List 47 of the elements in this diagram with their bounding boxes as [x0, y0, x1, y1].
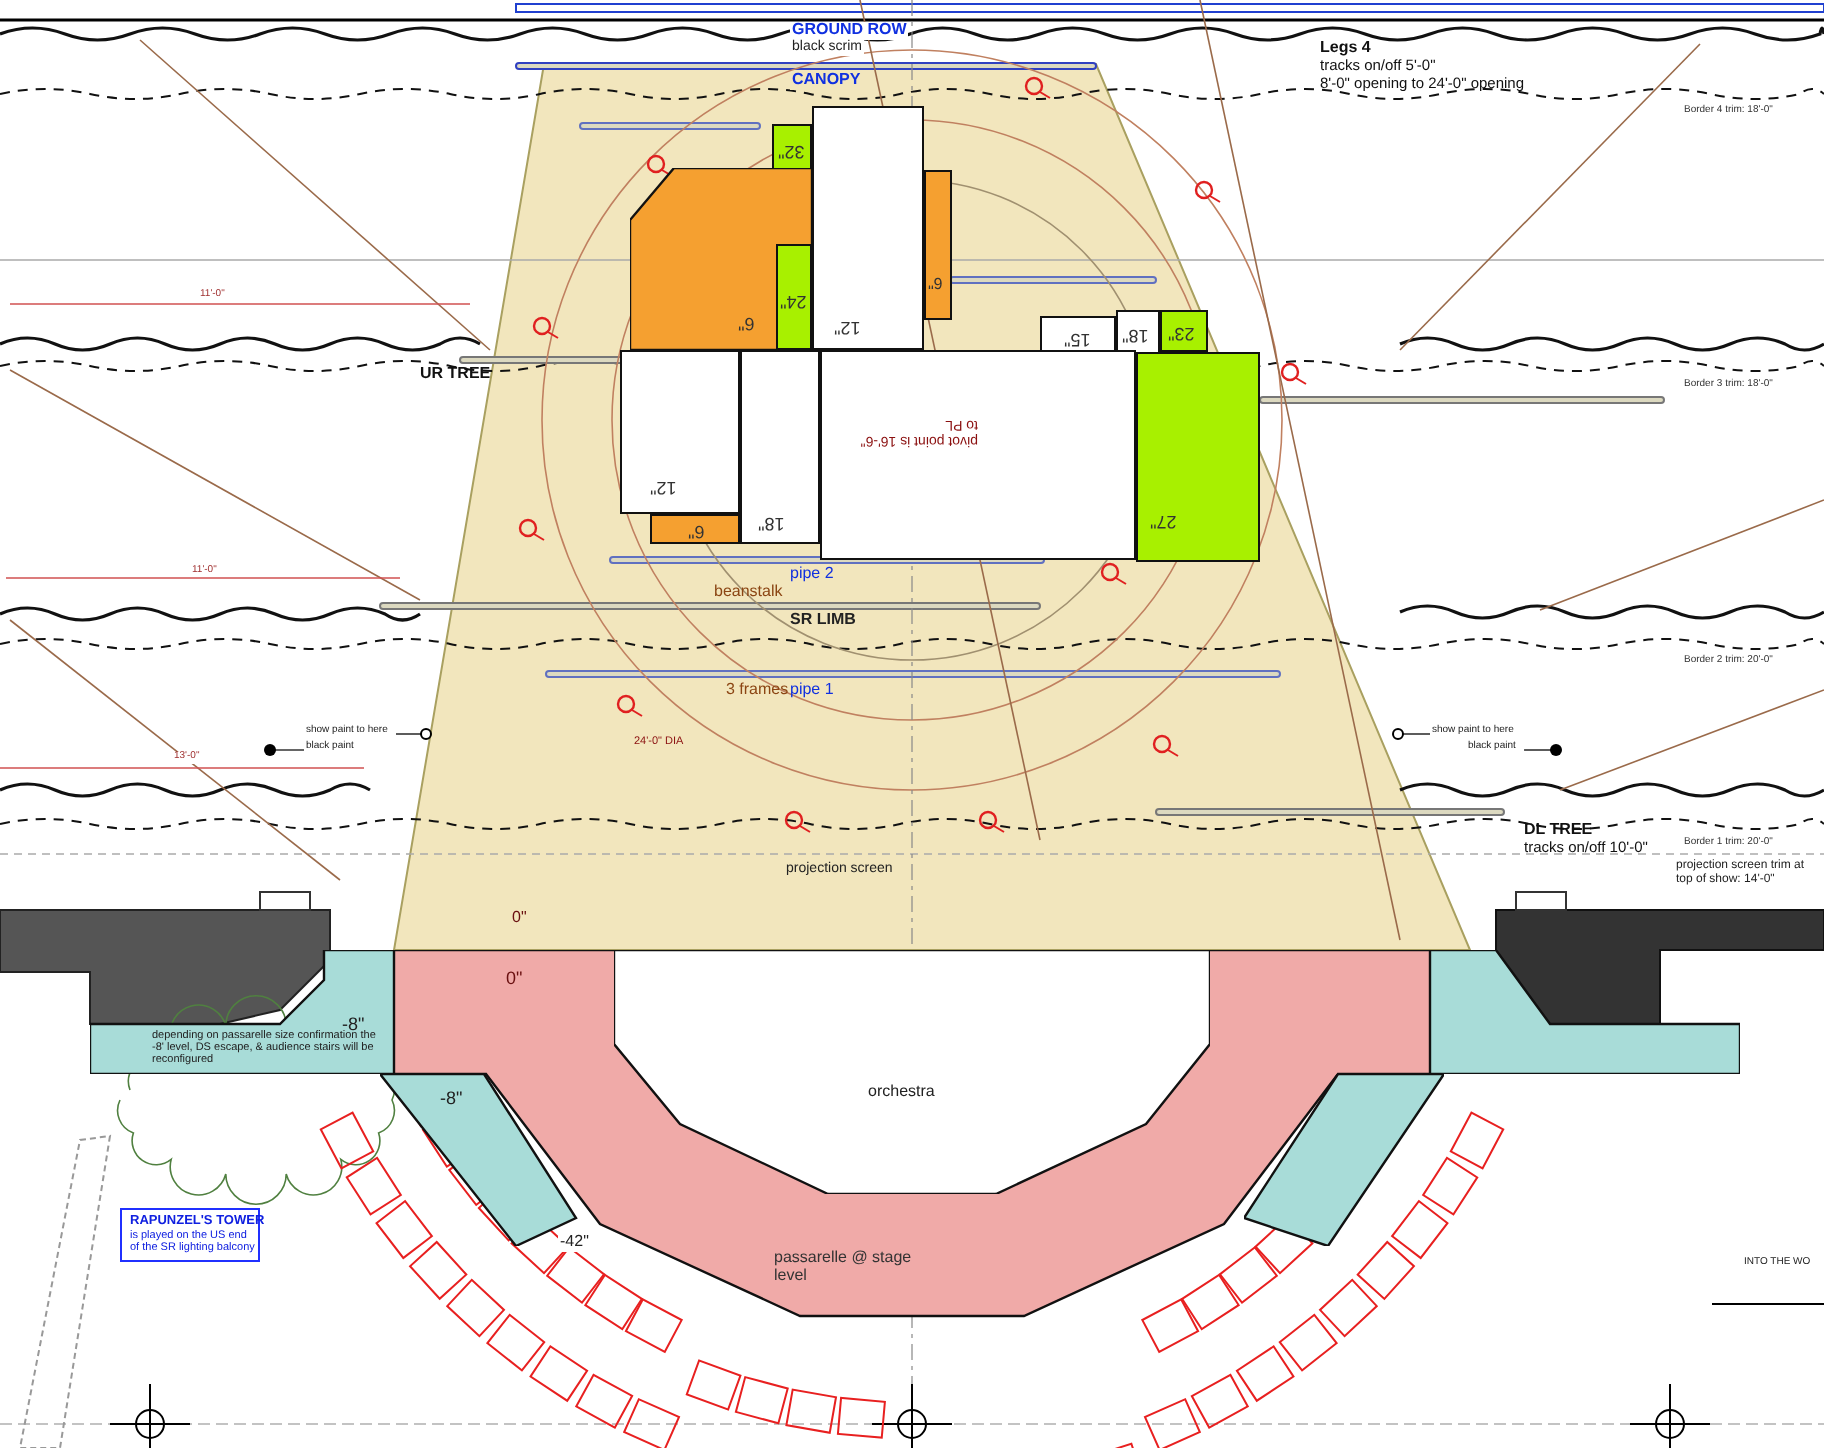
turntable-platform — [820, 350, 1136, 560]
text-label: pipe 1 — [790, 682, 834, 700]
leader-line — [1523, 744, 1562, 756]
platform — [1116, 310, 1160, 354]
leader-line — [1392, 728, 1431, 740]
platform — [630, 168, 812, 350]
platform — [776, 244, 812, 350]
node-label: 12" — [834, 316, 861, 336]
leader-line — [395, 728, 432, 740]
heading-label: SR LIMB — [790, 612, 856, 630]
platform — [1136, 352, 1260, 562]
node-label: passarelle @ stage level — [774, 1250, 914, 1286]
platform — [812, 106, 924, 350]
node-label: 32" — [778, 140, 805, 160]
node-label: 12" — [650, 476, 677, 496]
audience-stairs — [1244, 1074, 1444, 1246]
text-label: pipe 2 — [790, 566, 834, 584]
escape-platform — [1430, 950, 1740, 1074]
heading-label: Legs 4 — [1320, 40, 1371, 58]
heading-label: CANOPY — [790, 72, 863, 90]
note-box — [120, 1208, 260, 1262]
platform — [1160, 310, 1208, 352]
node-label: orchestra — [868, 1084, 935, 1102]
text-label: 3 frames — [726, 682, 789, 700]
platform — [650, 514, 740, 544]
node-label: 6" — [928, 272, 943, 290]
node-label: 23" — [1168, 322, 1195, 342]
node-label: -8" — [440, 1090, 463, 1110]
heading-label: GROUND ROW — [790, 22, 909, 40]
node-label: 6" — [738, 312, 755, 332]
orchestra-pit — [614, 950, 1210, 1194]
platform — [740, 350, 820, 544]
escape-platform — [90, 950, 394, 1074]
heading-label: UR TREE — [420, 366, 491, 384]
text-label: beanstalk — [714, 584, 783, 602]
dimension-label: -42" — [558, 1234, 591, 1252]
node-label: 15" — [1064, 328, 1091, 348]
platform — [620, 350, 740, 514]
node-label: 18" — [1122, 324, 1149, 344]
node-heading: 0" — [506, 970, 523, 990]
node-label: 18" — [758, 512, 785, 532]
node-label: 27" — [1150, 510, 1177, 530]
node-label: 24" — [780, 290, 807, 310]
node-label: 6" — [688, 520, 705, 540]
dimension-label: 0" — [512, 910, 527, 928]
platform — [924, 170, 952, 320]
leader-line — [264, 744, 305, 756]
